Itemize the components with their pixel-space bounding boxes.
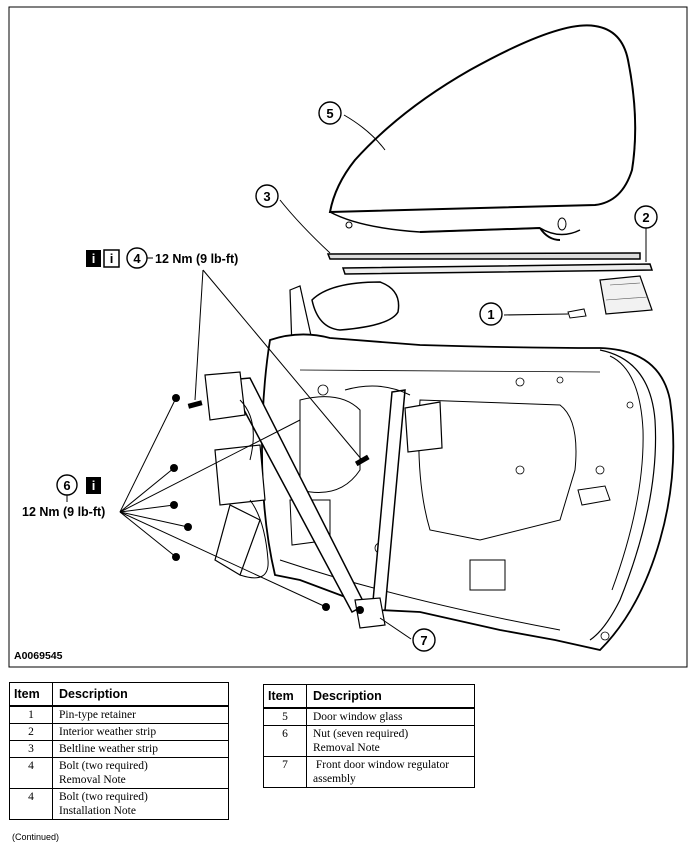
table-row: 2 Interior weather strip [9,723,229,741]
callout-2: 2 [642,210,649,225]
glass-lower-edge [329,211,581,236]
item-description: Door window glass [306,707,475,726]
table-row: 7 Front door window regulator assembly [263,756,475,788]
leader-lines [119,114,647,640]
pin-type-retainer [567,308,587,319]
table-row: 4 Bolt (two required) Removal Note [9,757,229,789]
callout-3-circle [255,184,279,208]
item-number: 1 [9,705,53,724]
column-header-description: Description [52,682,229,707]
callout-5: 5 [326,106,333,121]
item-description: Bolt (two required) Installation Note [52,788,229,820]
item-number: 5 [263,707,307,726]
removal-note-link[interactable]: Removal Note [59,774,126,786]
item-description: Front door window regulator assembly [306,756,475,788]
column-header-item: Item [263,684,307,709]
callout-6-torque: 12 Nm (9 lb-ft) [22,505,105,519]
installation-note-link[interactable]: Installation Note [59,805,136,817]
beltline-weather-strip [326,252,641,260]
item-description: Bolt (two required) Removal Note [52,757,229,789]
info-icon-solid [86,250,101,267]
item-description: Beltline weather strip [52,740,229,758]
column-header-item: Item [9,682,53,707]
callout-3: 3 [263,189,270,204]
item-number: 4 [9,757,53,789]
callout-2-circle [634,205,658,229]
svg-text:i: i [110,251,114,266]
item-number: 3 [9,740,53,758]
table-row: 1 Pin-type retainer [9,705,229,724]
legend-table-left: Item Description 1 Pin-type retainer 2 I… [9,682,229,820]
item-description: Interior weather strip [52,723,229,741]
side-mirror [311,281,400,331]
column-header-description: Description [306,684,475,709]
callout-4: 4 [133,251,141,266]
door-window-diagram: 5 3 2 1 7 i i 4 12 Nm (9 lb-ft) 6 i 12 N… [8,6,688,668]
svg-text:i: i [92,478,96,493]
legend-table-right: Item Description 5 Door window glass 6 N… [263,684,475,788]
callout-1: 1 [487,307,494,322]
item-number: 7 [263,756,307,788]
table-row: 4 Bolt (two required) Installation Note [9,788,229,820]
item-description: Nut (seven required) Removal Note [306,725,475,757]
mirror-trim-piece [599,275,653,315]
item-description: Pin-type retainer [52,705,229,724]
info-icon-solid-6 [86,477,101,494]
table-row: 3 Beltline weather strip [9,740,229,758]
item-number: 2 [9,723,53,741]
callout-7: 7 [420,633,427,648]
svg-text:i: i [92,251,96,266]
info-icon-outline [103,249,120,268]
door-window-glass [328,24,637,241]
callout-5-circle [318,101,342,125]
callout-6: 6 [63,478,70,493]
continued-note: (Continued) [12,832,60,842]
figure-id-code: A0069545 [14,650,63,662]
removal-note-link[interactable]: Removal Note [313,742,380,754]
item-number: 4 [9,788,53,820]
callout-4-torque: 12 Nm (9 lb-ft) [155,252,238,266]
window-regulator-assembly [204,371,443,629]
interior-weather-strip [341,263,654,275]
item-number: 6 [263,725,307,757]
table-row: 6 Nut (seven required) Removal Note [263,725,475,757]
callout-1-circle [479,302,503,326]
callout-7-circle [412,628,436,652]
figure-frame [8,6,688,668]
table-row: 5 Door window glass [263,707,475,726]
